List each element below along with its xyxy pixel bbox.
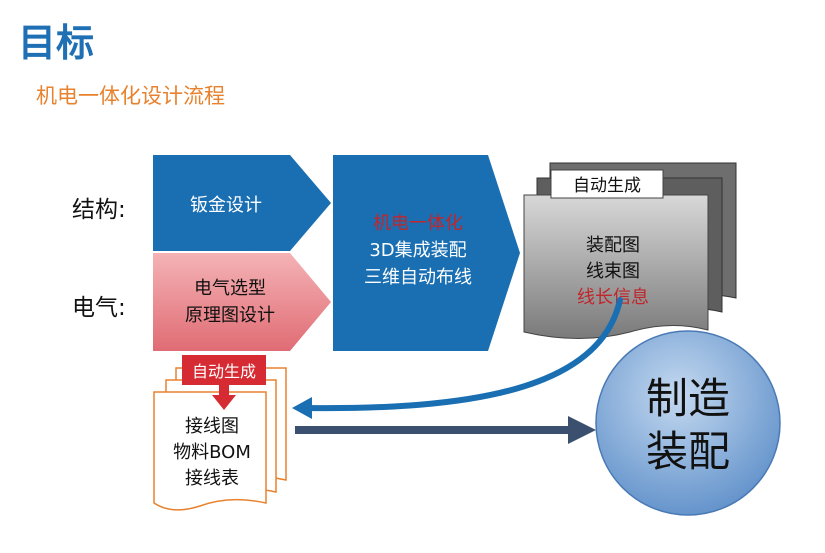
structure-row-label: 结构: [72,197,126,223]
wire-length-info-label: 线长信息 [577,287,649,308]
manufacturing-assembly-circle: 制造 装配 [595,330,781,516]
auto-generate-bottom-label: 自动生成 [192,362,256,381]
wiring-diagram-label: 接线图 [185,416,239,437]
mechatronics-integration-box: 机电一体化 3D集成装配 三维自动布线 [333,155,520,351]
manufacturing-arrow [295,416,596,444]
schematic-design-label: 原理图设计 [185,305,275,326]
harness-drawing-label: 线束图 [586,261,640,282]
electrical-row-label: 电气: [72,295,126,321]
electrical-selection-label: 电气选型 [194,278,266,299]
page-subtitle: 机电一体化设计流程 [36,84,225,108]
page-title: 目标 [18,21,95,65]
material-bom-label: 物料BOM [173,442,251,463]
sheet-metal-design-box: 钣金设计 [153,155,331,251]
feedback-arrow [292,297,623,419]
3d-assembly-label: 3D集成装配 [369,240,466,261]
wiring-document-stack: 自动生成 接线图 物料BOM 接线表 [153,355,287,511]
output-document-stack: 自动生成 装配图 线束图 线长信息 [523,162,737,339]
wiring-table-label: 接线表 [185,468,239,489]
sheet-metal-design-label: 钣金设计 [190,195,262,216]
manufacturing-label: 制造 [646,374,730,423]
electrical-design-box: 电气选型 原理图设计 [153,253,331,351]
auto-routing-label: 三维自动布线 [364,267,472,288]
auto-generate-top-label: 自动生成 [573,176,641,196]
mechatronics-label: 机电一体化 [373,213,463,234]
assembly-drawing-label: 装配图 [586,235,640,256]
assembly-label: 装配 [646,427,730,476]
